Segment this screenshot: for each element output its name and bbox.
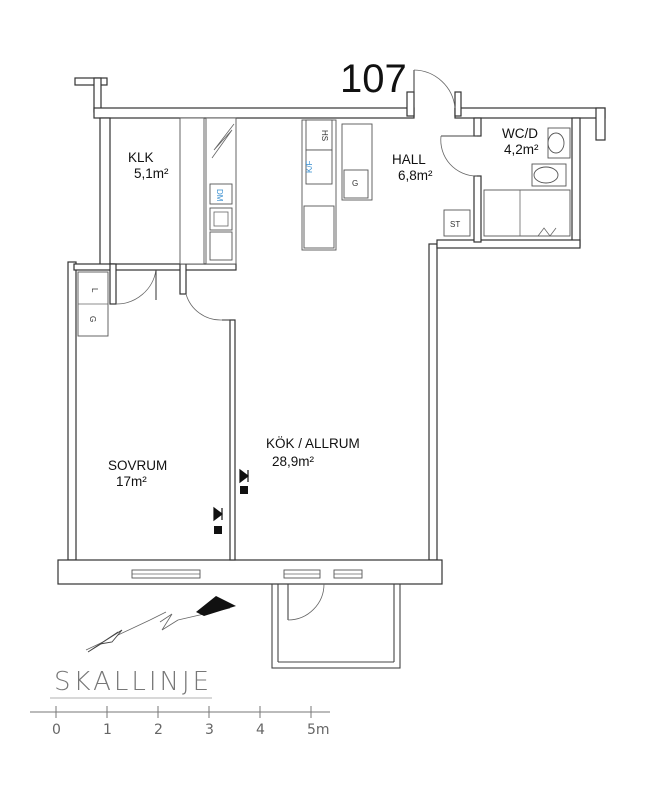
electrical-symbols xyxy=(213,468,249,534)
hs-box xyxy=(305,119,333,151)
wall-wc-bottom xyxy=(436,239,581,249)
wcd-name: WC/D xyxy=(502,126,538,141)
wall-wc-left-bottom xyxy=(473,175,482,243)
st-label: ST xyxy=(450,220,460,229)
kok-name: KÖK / ALLRUM xyxy=(266,436,360,451)
wall-left-outer xyxy=(67,261,77,561)
klk-fixtures: DM xyxy=(179,117,237,265)
hall-area: 6,8m² xyxy=(398,168,433,183)
wall-door-jamb-right xyxy=(454,91,462,117)
dm-label: DM xyxy=(215,189,224,202)
klk-sink xyxy=(209,207,233,231)
wall-bedroom-divider xyxy=(229,319,236,561)
kf-box xyxy=(305,149,333,185)
entrance-door xyxy=(413,69,456,109)
wc-door xyxy=(440,135,478,177)
hall-name: HALL xyxy=(392,152,426,167)
wall-top-left-return xyxy=(93,77,102,113)
g-bed-label: G xyxy=(88,316,97,322)
scale-tick-label: 3 xyxy=(205,722,214,738)
scale-ticks: 0 1 2 3 4 5m xyxy=(52,706,330,738)
hall-cabinet xyxy=(303,205,335,249)
north-arrow-icon xyxy=(85,596,236,653)
walls xyxy=(57,77,606,585)
door-living-bedroom-swing xyxy=(185,293,223,321)
bedroom-fixtures: L G xyxy=(77,271,109,337)
bowtie-icon-bedroom xyxy=(213,506,223,522)
l-bed-label: L xyxy=(90,288,99,293)
klk-dishwasher xyxy=(209,183,233,205)
door-klk-swing xyxy=(115,269,157,305)
scale-tick-label: 0 xyxy=(52,722,61,738)
g-box-hall xyxy=(343,169,369,199)
bedroom-doors xyxy=(115,269,232,321)
wall-bedroom-door-jamb xyxy=(179,263,187,295)
klk-cabinet-left xyxy=(179,117,205,265)
windows xyxy=(131,569,363,579)
balcony xyxy=(271,583,401,669)
hs-label: HS xyxy=(320,130,329,141)
wcd-area: 4,2m² xyxy=(504,142,539,157)
balcony-outline xyxy=(271,583,401,669)
wc-shower xyxy=(483,189,571,237)
klk-area: 5,1m² xyxy=(134,166,169,181)
hall-fixtures: HS K/F G ST xyxy=(301,119,471,251)
wall-right-outer xyxy=(428,243,438,561)
klk-name: KLK xyxy=(128,150,154,165)
sovrum-area: 17m² xyxy=(116,474,147,489)
scale-tick-label: 5m xyxy=(307,722,330,738)
unit-number: 107 xyxy=(340,57,407,101)
wall-top-main xyxy=(93,107,415,119)
scale-tick-label: 4 xyxy=(256,722,265,738)
scale-tick-label: 1 xyxy=(103,722,112,738)
st-box xyxy=(443,209,471,237)
wall-top-right xyxy=(454,107,606,119)
wc-drain-icon xyxy=(537,227,557,237)
labels: 107 KLK 5,1m² HALL 6,8m² WC/D 4,2m² SOVR… xyxy=(108,57,539,489)
wall-klk-bottom xyxy=(109,263,237,271)
wall-bottom-facade xyxy=(57,559,443,585)
wall-bedroom-closet-side xyxy=(109,263,117,305)
kok-area: 28,9m² xyxy=(272,454,315,469)
wall-top-left-stub xyxy=(74,77,108,86)
wall-wc-left-top xyxy=(473,117,482,137)
outlet-icon-bedroom xyxy=(214,526,222,534)
wall-wc-right xyxy=(571,117,581,247)
wall-right-stub xyxy=(595,107,606,141)
wall-door-jamb-left xyxy=(406,91,415,117)
wc-fixtures xyxy=(483,127,571,237)
wall-klk-left xyxy=(99,117,111,267)
scale-tick-label: 2 xyxy=(154,722,163,738)
scale-bar: SKALLINJE 0 1 2 3 4 5m xyxy=(30,667,330,738)
g-hall-label: G xyxy=(352,179,358,188)
bowtie-icon-living xyxy=(239,468,249,484)
scale-title: SKALLINJE xyxy=(54,667,212,697)
klk-cabinet-lower xyxy=(209,231,233,261)
wall-bedroom-top-left xyxy=(73,263,115,271)
kf-label: K/F xyxy=(305,160,314,173)
outlet-icon-living xyxy=(240,486,248,494)
sovrum-name: SOVRUM xyxy=(108,458,167,473)
